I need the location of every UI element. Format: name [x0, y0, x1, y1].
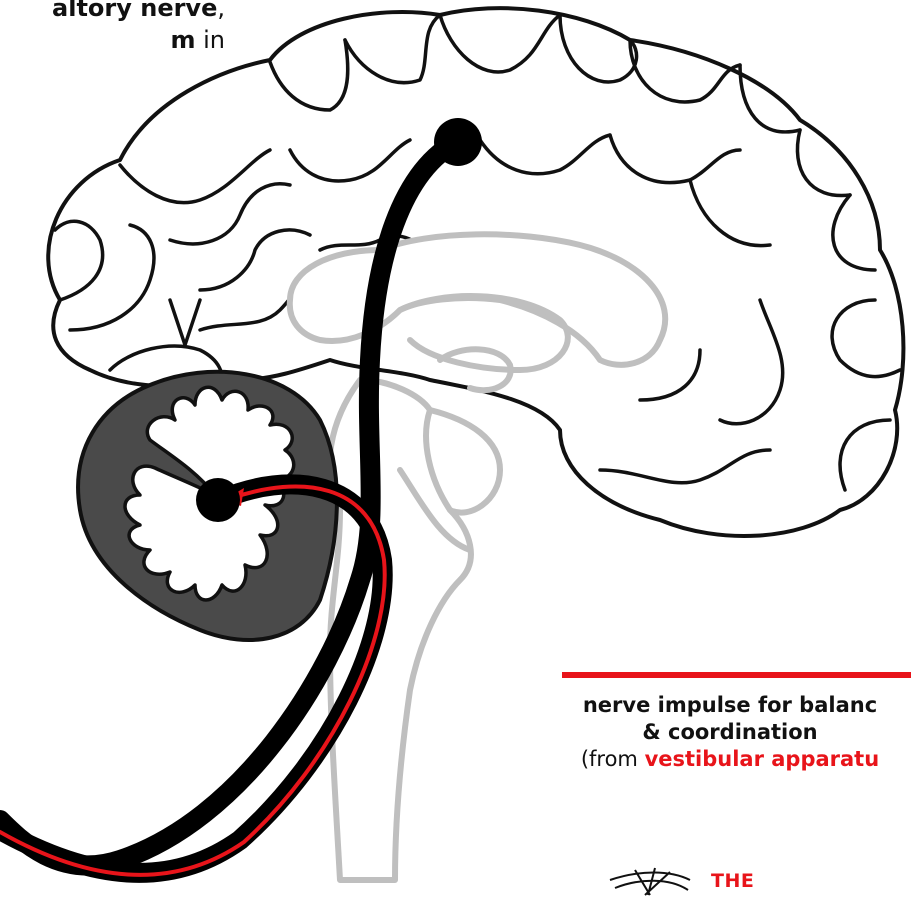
- cerebellum-node: [196, 478, 240, 522]
- legend-red-line: [562, 672, 911, 678]
- legend-line-2: & coordination: [520, 719, 911, 746]
- legend-line-1: nerve impulse for balanc: [520, 692, 911, 719]
- cortex-node: [434, 118, 482, 166]
- legend: nerve impulse for balanc & coordination …: [520, 692, 911, 773]
- legend-title-1: nerve impulse for balanc: [583, 693, 877, 717]
- legend-title-2: & coordination: [642, 720, 817, 744]
- logo-text: THE: [711, 870, 754, 892]
- legend-prefix: (from: [581, 747, 645, 771]
- legend-line-3: (from vestibular apparatu: [520, 746, 911, 773]
- logo-icon: [610, 868, 690, 895]
- legend-highlight: vestibular apparatu: [645, 747, 880, 771]
